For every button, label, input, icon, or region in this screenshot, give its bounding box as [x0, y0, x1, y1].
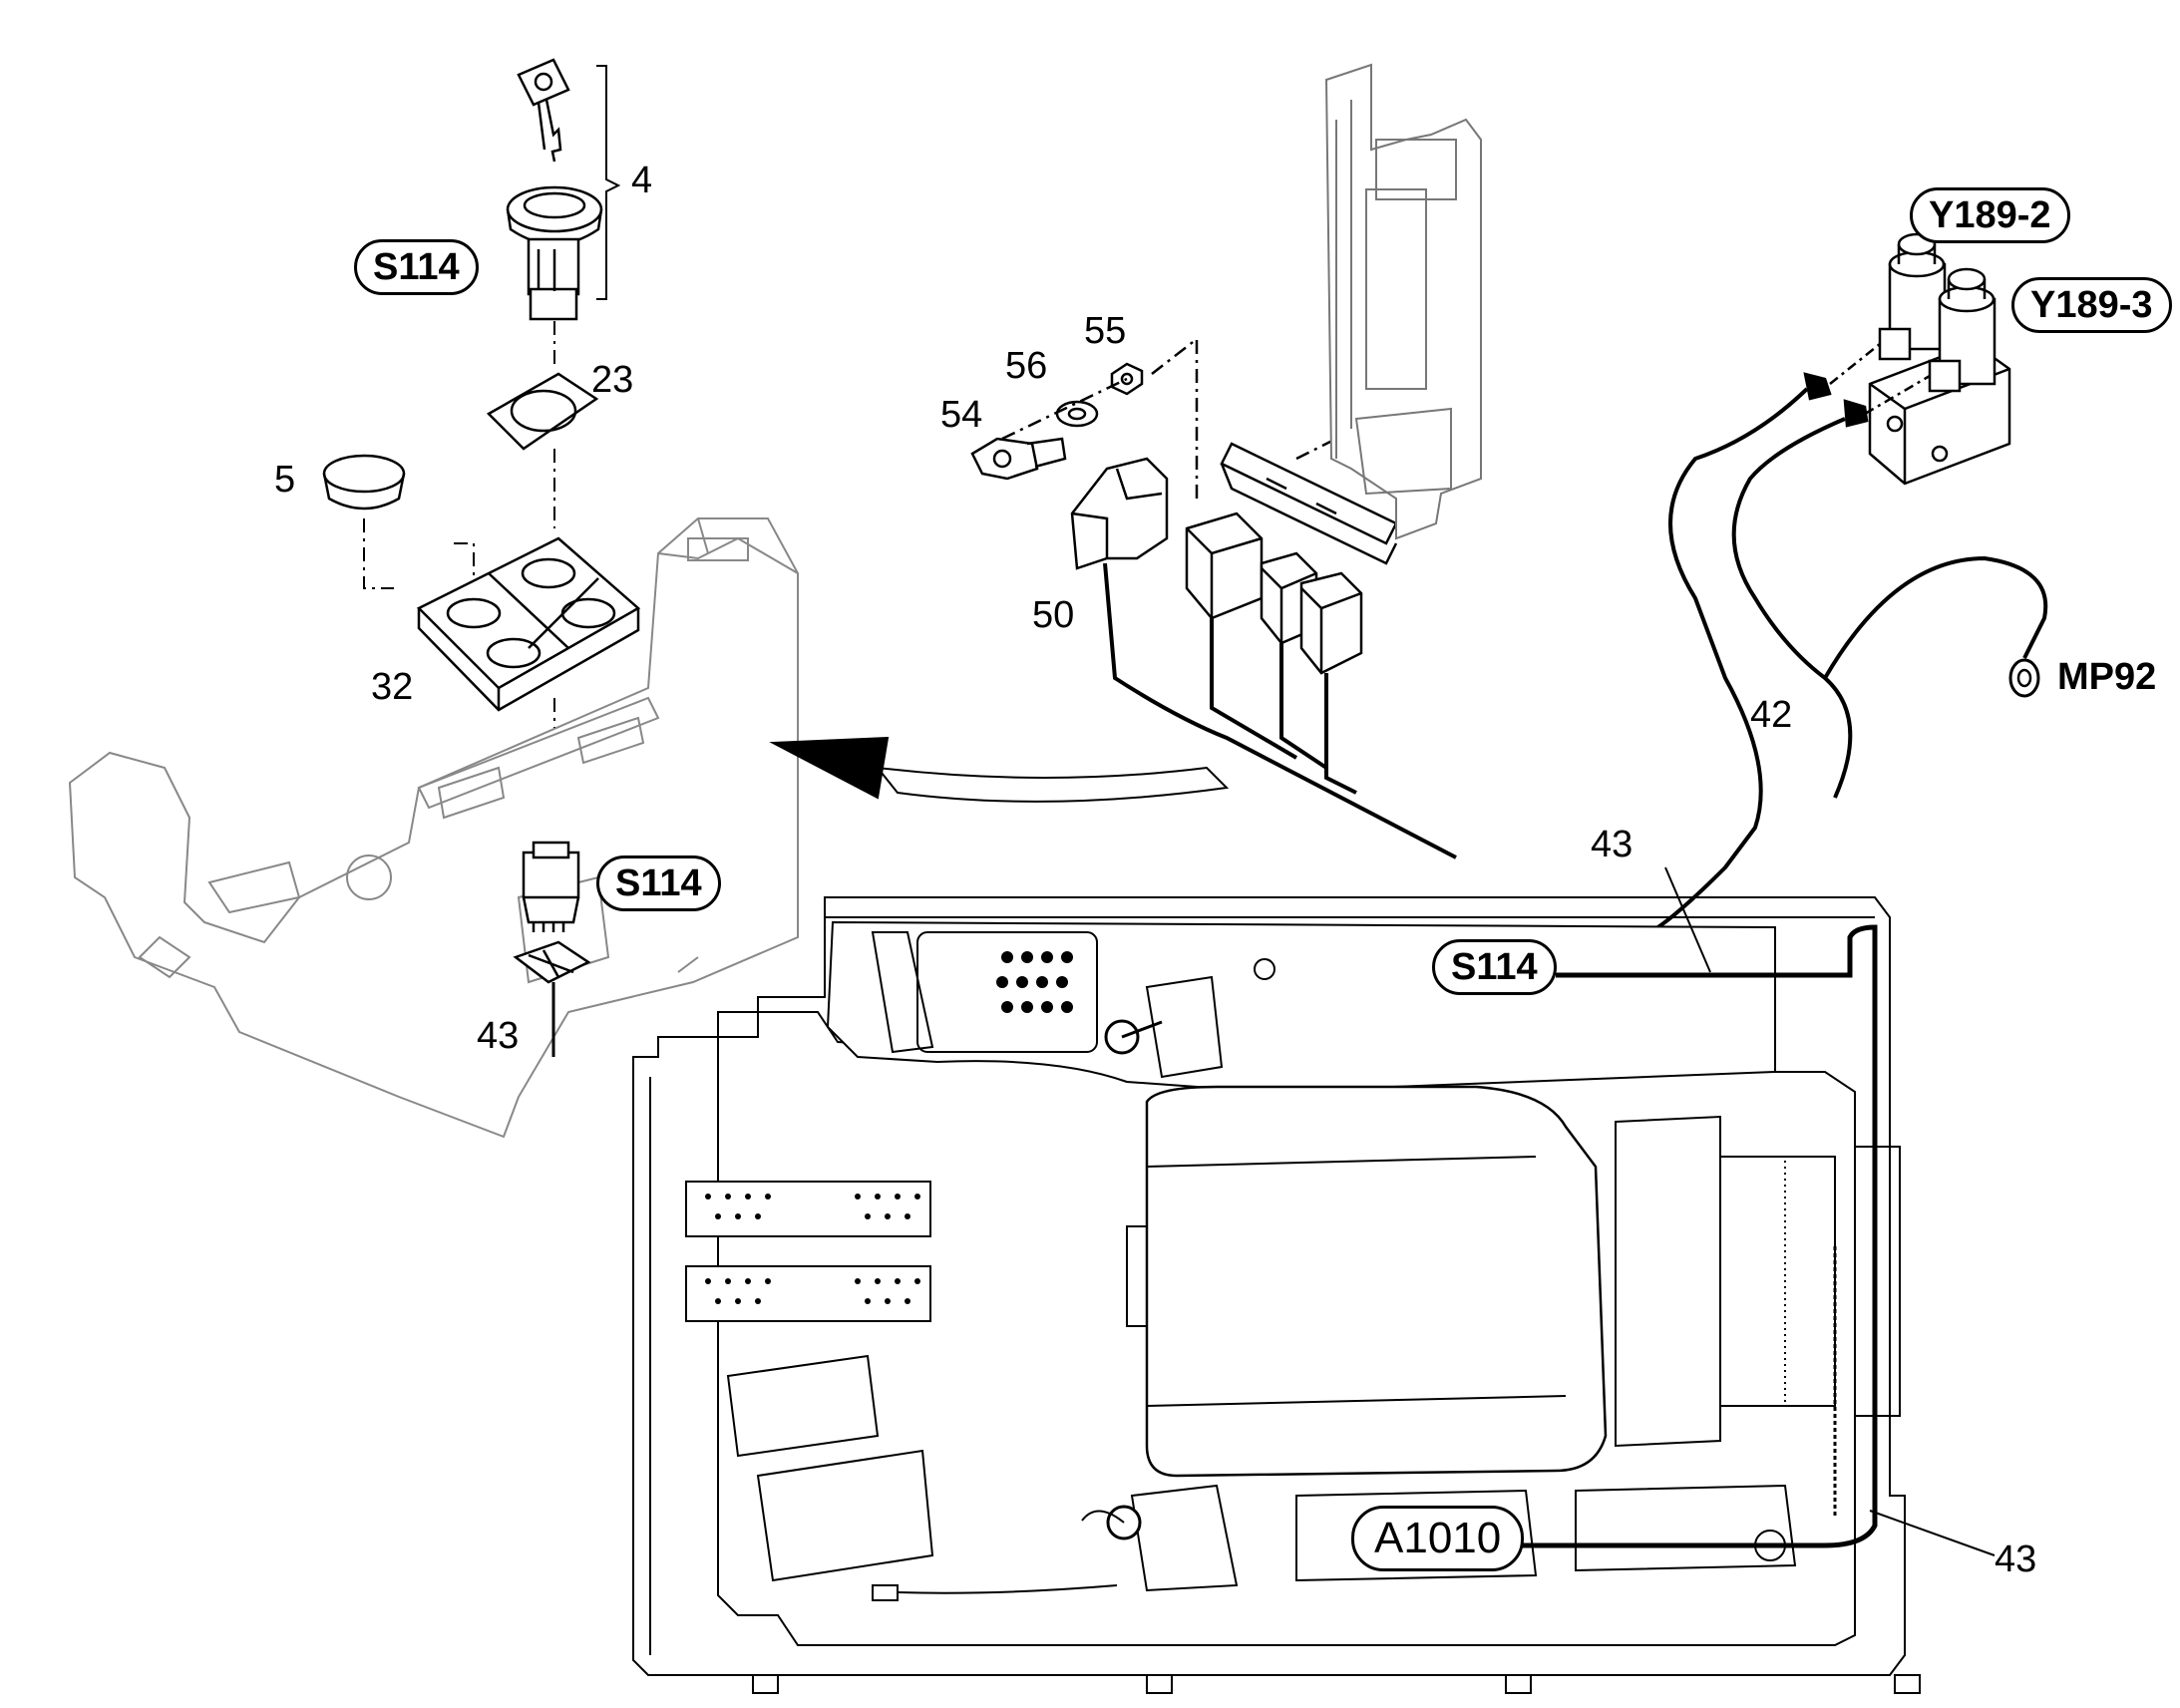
operator-console-icon: [68, 517, 799, 1139]
label-item-55: 55: [1084, 310, 1127, 352]
callout-s114-ignition: S114: [354, 239, 479, 295]
direction-arrow: [769, 736, 1230, 803]
callout-y189-2: Y189-2: [1910, 187, 2070, 243]
label-item-4: 4: [631, 160, 653, 201]
relay-assembly-icon: [970, 336, 1457, 859]
label-item-54: 54: [940, 394, 983, 436]
leader-lines: [1664, 866, 1996, 1556]
connector-icon: [513, 940, 591, 1057]
label-item-43-top: 43: [1591, 824, 1634, 865]
key-icon: [517, 58, 570, 163]
rocker-switch-icon: [522, 841, 580, 932]
callout-a1010: A1010: [1351, 1506, 1525, 1571]
blanking-plug-icon: [322, 454, 406, 511]
control-board-icon: [1324, 63, 1482, 540]
label-item-43-bottom: 43: [1995, 1538, 2037, 1580]
label-item-23: 23: [591, 359, 634, 401]
cab-floor-plan: [632, 896, 1921, 1694]
item-4-bracket: [596, 65, 621, 300]
label-item-56: 56: [1005, 345, 1048, 387]
solenoid-valve-icon: [1603, 232, 2048, 939]
label-item-32: 32: [371, 666, 414, 708]
callout-mp92: MP92: [2057, 656, 2157, 698]
ignition-lock-icon: [506, 185, 603, 321]
switch-panel-icon: [416, 536, 641, 712]
callout-s114-dash: S114: [1432, 939, 1557, 995]
label-item-43-left: 43: [477, 1015, 520, 1057]
label-item-5: 5: [274, 459, 296, 501]
callout-s114-switch: S114: [596, 855, 721, 911]
callout-y189-3: Y189-3: [2011, 277, 2172, 333]
label-item-42: 42: [1750, 694, 1793, 736]
label-item-50: 50: [1032, 594, 1075, 636]
retaining-clip-icon: [486, 372, 599, 451]
